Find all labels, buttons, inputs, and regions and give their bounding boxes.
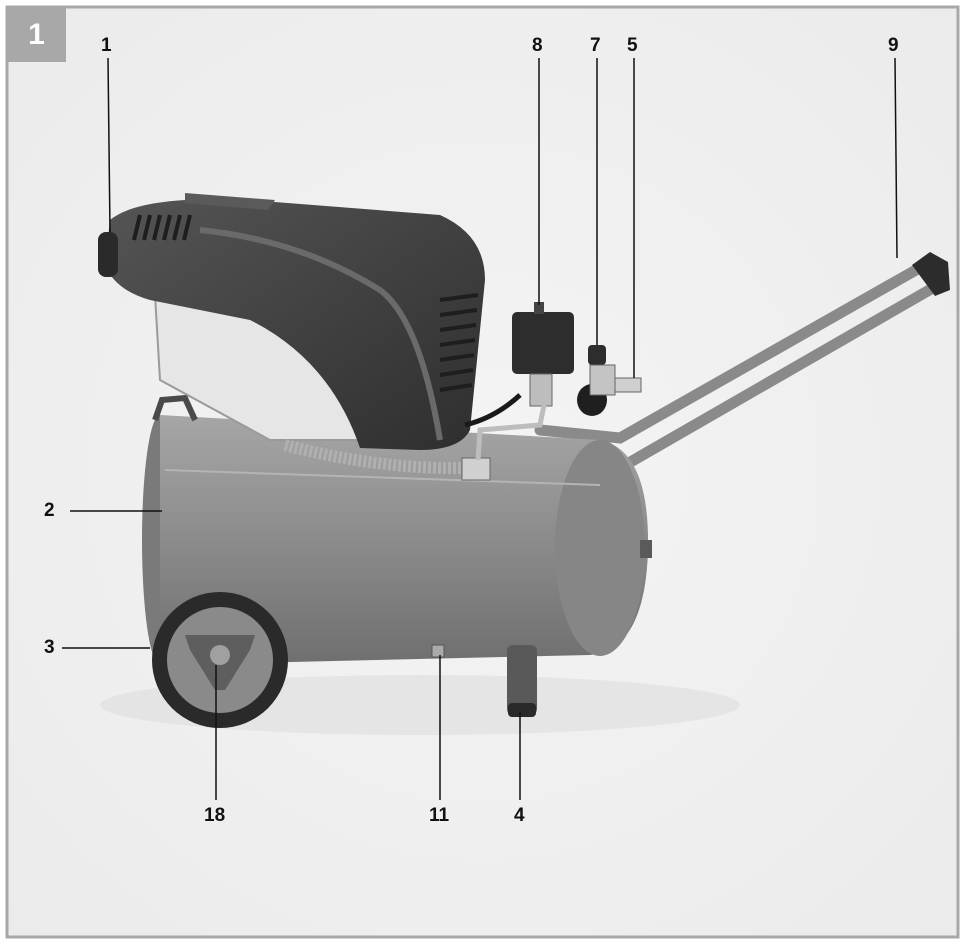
pressure-switch (512, 302, 574, 407)
flex-hose (283, 439, 471, 475)
hose-fitting (461, 457, 491, 481)
drain-valve (431, 644, 445, 658)
callout-2: 2 (44, 500, 55, 521)
leader-9 (894, 57, 898, 259)
callout-18: 18 (204, 805, 226, 826)
air-line (475, 399, 548, 461)
quick-coupling (614, 377, 642, 393)
figure-number-badge: 1 (7, 7, 66, 62)
air-tank (142, 415, 652, 665)
callout-11: 11 (429, 805, 450, 826)
callout-4: 4 (514, 805, 525, 826)
handle-grip (912, 252, 950, 296)
callout-7: 7 (590, 35, 601, 56)
rubber-foot (507, 645, 537, 715)
motor-housing (98, 193, 485, 450)
tank-bracket (152, 394, 198, 422)
pressure-regulator (577, 345, 616, 416)
callout-9: 9 (888, 35, 899, 56)
wheel (152, 592, 288, 728)
callout-1: 1 (101, 35, 112, 56)
leader-1 (107, 57, 111, 233)
figure-border (5, 5, 960, 939)
callout-3: 3 (44, 637, 55, 658)
callout-8: 8 (532, 35, 543, 56)
callout-5: 5 (627, 35, 638, 56)
cable (464, 393, 522, 428)
foot-pad (508, 703, 536, 717)
leader-lines (62, 57, 898, 800)
